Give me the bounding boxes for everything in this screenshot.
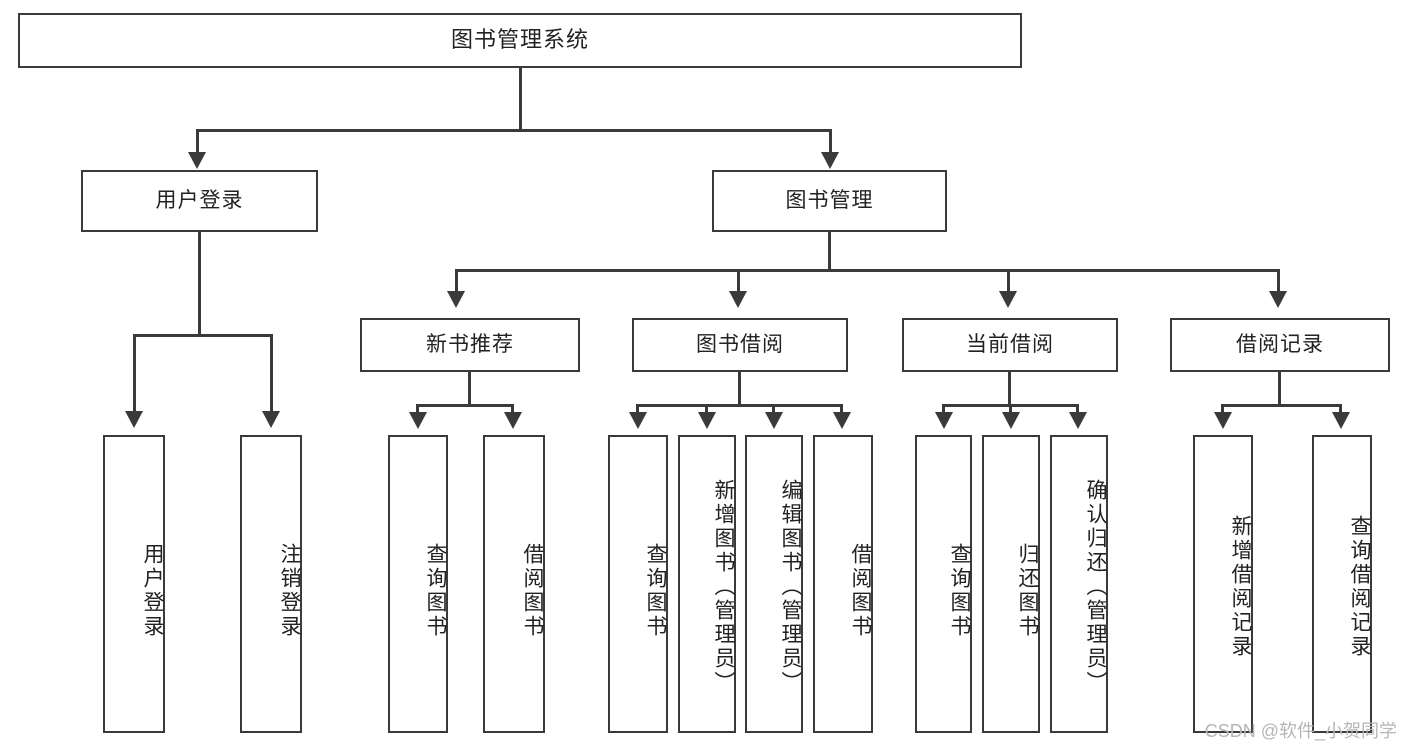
- node-new-book-recommend[interactable]: 新书推荐: [360, 318, 580, 372]
- node-user-login[interactable]: 用户登录: [81, 170, 318, 232]
- connector-book-borrow-drop-3: [772, 404, 775, 414]
- leaf-new-book-query-book[interactable]: 查询图书: [388, 435, 448, 733]
- arrow-to-borrow-records: [1269, 291, 1287, 308]
- connector-current-borrow-drop-3: [1076, 404, 1079, 414]
- leaf-book-borrow-query-book[interactable]: 查询图书: [608, 435, 668, 733]
- arrow-to-borrow-records-leaf-2: [1332, 412, 1350, 429]
- arrow-to-book-borrow-leaf-1: [629, 412, 647, 429]
- arrow-to-book-borrow-leaf-2: [698, 412, 716, 429]
- leaf-book-borrow-add-book-admin[interactable]: 新增图书（管理员）: [678, 435, 736, 733]
- arrow-to-current-borrow: [999, 291, 1017, 308]
- connector-new-book-stem: [468, 372, 471, 406]
- connector-root-stem: [519, 67, 522, 131]
- leaf-add-borrow-record[interactable]: 新增借阅记录: [1193, 435, 1253, 733]
- connector-book-borrow-bus: [636, 404, 843, 407]
- leaf-new-book-borrow-book[interactable]: 借阅图书: [483, 435, 545, 733]
- leaf-book-borrow-edit-book-admin[interactable]: 编辑图书（管理员）: [745, 435, 803, 733]
- connector-book-borrow-drop-4: [840, 404, 843, 414]
- connector-level3-bus: [455, 269, 1280, 272]
- connector-user-login-stem: [198, 232, 201, 336]
- arrow-to-user-login-leaf: [125, 411, 143, 428]
- leaf-current-borrow-confirm-return-admin[interactable]: 确认归还（管理员）: [1050, 435, 1108, 733]
- connector-current-borrow-drop-1: [942, 404, 945, 414]
- arrow-to-new-book-leaf-2: [504, 412, 522, 429]
- connector-book-management-stem: [828, 232, 831, 272]
- arrow-to-new-book-recommend: [447, 291, 465, 308]
- arrow-to-user-login: [188, 152, 206, 169]
- connector-user-login-drop-1: [133, 334, 136, 414]
- arrow-to-book-management: [821, 152, 839, 169]
- leaf-current-borrow-query-book[interactable]: 查询图书: [915, 435, 972, 733]
- connector-user-login-drop-2: [270, 334, 273, 414]
- leaf-user-login[interactable]: 用户登录: [103, 435, 165, 733]
- csdn-watermark: CSDN @软件_小贺同学: [1204, 721, 1397, 741]
- arrow-to-book-borrow-leaf-4: [833, 412, 851, 429]
- node-current-borrow[interactable]: 当前借阅: [902, 318, 1118, 372]
- connector-level2-bus: [196, 129, 832, 132]
- connector-new-book-bus: [416, 404, 514, 407]
- connector-borrow-records-drop-2: [1339, 404, 1342, 414]
- connector-current-borrow-stem: [1008, 372, 1011, 406]
- connector-current-borrow-drop-2: [1009, 404, 1012, 414]
- connector-user-login-bus: [133, 334, 273, 337]
- connector-book-borrow-drop-1: [636, 404, 639, 414]
- connector-borrow-records-stem: [1278, 372, 1281, 406]
- connector-new-book-drop-2: [511, 404, 514, 414]
- arrow-to-current-borrow-leaf-3: [1069, 412, 1087, 429]
- arrow-to-logout-leaf: [262, 411, 280, 428]
- connector-level3-drop-3: [1007, 269, 1010, 293]
- leaf-current-borrow-return-book[interactable]: 归还图书: [982, 435, 1040, 733]
- connector-level2-drop-right: [829, 129, 832, 155]
- node-book-borrow[interactable]: 图书借阅: [632, 318, 848, 372]
- node-book-management[interactable]: 图书管理: [712, 170, 947, 232]
- node-borrow-records[interactable]: 借阅记录: [1170, 318, 1390, 372]
- connector-level3-drop-4: [1277, 269, 1280, 293]
- arrow-to-current-borrow-leaf-2: [1002, 412, 1020, 429]
- leaf-book-borrow-borrow-book[interactable]: 借阅图书: [813, 435, 873, 733]
- arrow-to-borrow-records-leaf-1: [1214, 412, 1232, 429]
- connector-book-borrow-drop-2: [705, 404, 708, 414]
- connector-borrow-records-bus: [1221, 404, 1342, 407]
- connector-borrow-records-drop-1: [1221, 404, 1224, 414]
- leaf-query-borrow-record[interactable]: 查询借阅记录: [1312, 435, 1372, 733]
- arrow-to-current-borrow-leaf-1: [935, 412, 953, 429]
- arrow-to-book-borrow: [729, 291, 747, 308]
- connector-level3-drop-2: [737, 269, 740, 293]
- node-root-book-management-system[interactable]: 图书管理系统: [18, 13, 1022, 68]
- connector-book-borrow-stem: [738, 372, 741, 406]
- connector-level2-drop-left: [196, 129, 199, 155]
- connector-new-book-drop-1: [416, 404, 419, 414]
- arrow-to-new-book-leaf-1: [409, 412, 427, 429]
- leaf-logout[interactable]: 注销登录: [240, 435, 302, 733]
- connector-level3-drop-1: [455, 269, 458, 293]
- arrow-to-book-borrow-leaf-3: [765, 412, 783, 429]
